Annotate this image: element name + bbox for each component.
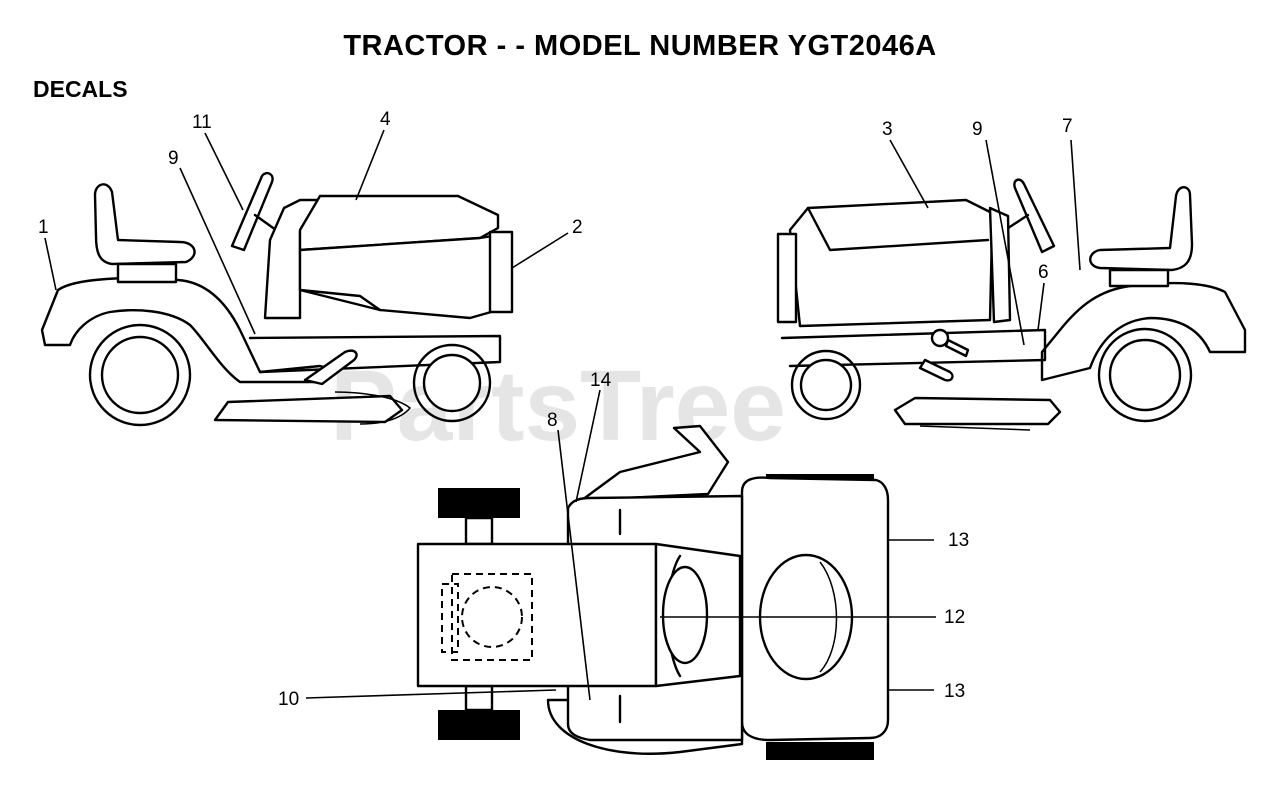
- tractor-top-view: [416, 424, 890, 760]
- callout-4: 4: [380, 109, 391, 130]
- callout-8: 8: [547, 410, 558, 431]
- leader-lines: [44, 129, 1081, 701]
- callout-1: 1: [38, 217, 49, 238]
- callout-2: 2: [572, 217, 583, 238]
- callout-7: 7: [1062, 116, 1073, 137]
- section-label: DECALS: [33, 76, 128, 102]
- callout-3: 3: [882, 119, 893, 140]
- callout-numbers: 1 9 11 4 2 3 9 7 6 14 8 13 12 13 10: [38, 109, 1073, 710]
- callout-9-right: 9: [972, 119, 983, 140]
- tractor-left-side-view: [40, 171, 514, 427]
- callout-12: 12: [944, 607, 965, 628]
- callout-6: 6: [1038, 262, 1049, 283]
- callout-13-upper: 13: [948, 530, 969, 551]
- page-title: TRACTOR - - MODEL NUMBER YGT2046A: [343, 30, 937, 62]
- callout-9-left: 9: [168, 148, 179, 169]
- tractor-right-side-view: [776, 178, 1247, 431]
- callout-10: 10: [278, 689, 299, 710]
- callout-11: 11: [192, 112, 212, 133]
- callout-13-lower: 13: [944, 681, 965, 702]
- callout-14: 14: [590, 370, 612, 391]
